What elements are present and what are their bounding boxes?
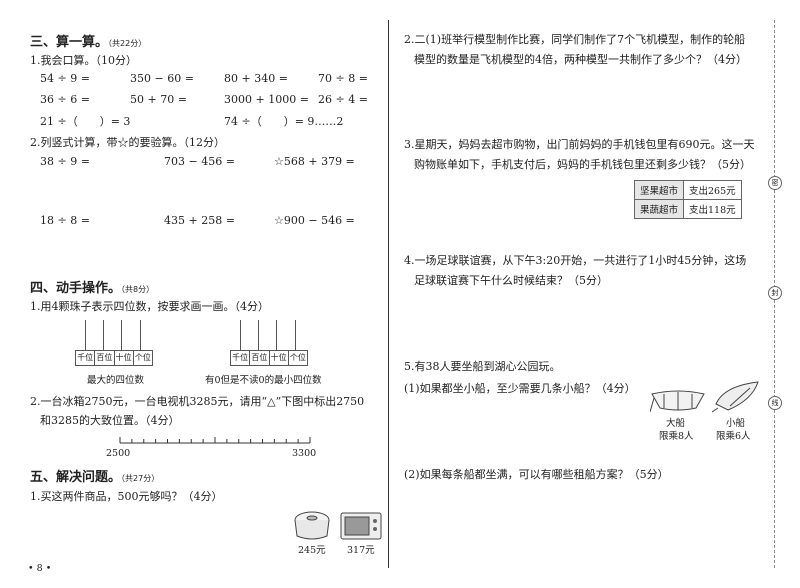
- abacus-rod: [121, 320, 122, 350]
- number-line-end: 3300: [292, 448, 317, 459]
- section-3-points: （共22分）: [108, 39, 147, 48]
- page-number: • 8 •: [28, 563, 52, 574]
- binding-mark: 密: [768, 176, 782, 190]
- big-boat-label: 大船: [666, 418, 686, 429]
- small-boat-icon: [712, 381, 759, 413]
- q1-expr: 50 + 70 =: [130, 93, 187, 106]
- q1-expr: 3000 + 1000 =: [224, 93, 309, 106]
- q1-label: 1.我会口算。（10分）: [30, 54, 137, 67]
- r3-line2: 购物账单如下，手机支付后，妈妈的手机钱包里还剩多少钱？（5分）: [414, 158, 751, 171]
- table-row: 果蔬超市 支出118元: [633, 199, 742, 219]
- price-microwave: 317元: [347, 545, 375, 556]
- small-boat-label: 小船: [726, 418, 746, 429]
- place-label: 百位: [95, 351, 115, 365]
- q1-expr: 54 ÷ 9 =: [40, 72, 90, 85]
- q1-expr: 80 + 340 =: [224, 72, 288, 85]
- q2-expr: 435 + 258 =: [164, 214, 235, 227]
- abacus-caption-1: 最大的四位数: [87, 375, 145, 386]
- section-4-heading: 四、动手操作。（共8分）: [30, 277, 154, 296]
- table-cell: 支出118元: [683, 199, 742, 219]
- r2-line2: 模型的数量是飞机模型的4倍，两种模型一共制作了多少个？（4分）: [414, 53, 747, 66]
- page-number-value: 8: [36, 563, 43, 574]
- r4-line2: 足球联谊赛下午什么时候结束？（5分）: [414, 274, 608, 287]
- q4-2-line1: 2.一台冰箱2750元，一台电视机3285元，请用“△”下图中标出2750: [30, 395, 365, 408]
- abacus-rod: [240, 320, 241, 350]
- section-5-heading: 五、解决问题。（共27分）: [30, 466, 159, 485]
- r4-line1: 4.一场足球联谊赛，从下午3:20开始，一共进行了1小时45分钟，这场: [404, 254, 747, 267]
- abacus-rod: [140, 320, 141, 350]
- section-5-title: 五、解决问题。: [30, 470, 122, 485]
- abacus-rod: [258, 320, 259, 350]
- section-4-points: （共8分）: [121, 285, 155, 294]
- r2-line1: 2.二(1)班举行模型制作比赛，同学们制作了7个飞机模型，制作的轮船: [404, 33, 746, 46]
- q4-1-label: 1.用4颗珠子表示四位数，按要求画一画。（4分）: [30, 300, 269, 313]
- number-line: [119, 437, 311, 444]
- place-label: 个位: [289, 353, 306, 362]
- abacus-base: 千位 百位 十位 个位: [75, 350, 153, 366]
- expense-table: 坚果超市 支出265元 果蔬超市 支出118元: [633, 180, 742, 219]
- q2-expr: 18 ÷ 8 =: [40, 214, 90, 227]
- q1-expr: 36 ÷ 6 =: [40, 93, 90, 106]
- q4-2-line2: 和3285的大致位置。（4分）: [40, 414, 180, 427]
- q1-expr: 26 ÷ 4 =: [318, 93, 368, 106]
- q2-expr: ☆568 + 379 =: [274, 155, 355, 168]
- place-label: 十位: [115, 351, 134, 365]
- price-rice-cooker: 245元: [298, 545, 326, 556]
- microwave-icon: [340, 512, 382, 540]
- place-label: 千位: [76, 351, 96, 365]
- section-3-heading: 三、算一算。（共22分）: [30, 31, 146, 50]
- place-label: 千位: [231, 351, 251, 365]
- place-label: 十位: [270, 351, 289, 365]
- table-row: 坚果超市 支出265元: [633, 180, 742, 200]
- q2-expr: 38 ÷ 9 =: [40, 155, 90, 168]
- column-divider: [388, 20, 389, 568]
- abacus-rod: [103, 320, 104, 350]
- r5-sub1: (1)如果都坐小船，至少需要几条小船？（4分）: [404, 382, 636, 395]
- r5-sub2: (2)如果每条船都坐满，可以有哪些租船方案？（5分）: [404, 468, 669, 481]
- abacus-rod: [85, 320, 86, 350]
- small-boat-capacity: 限乘6人: [716, 431, 751, 442]
- abacus-base: 千位 百位 十位 个位: [230, 350, 308, 366]
- q2-expr: 703 − 456 =: [164, 155, 235, 168]
- place-label: 百位: [250, 351, 270, 365]
- big-boat-icon: [650, 390, 705, 413]
- r3-line1: 3.星期天，妈妈去超市购物，出门前妈妈的手机钱包里有690元。这一天: [404, 138, 755, 151]
- table-cell: 果蔬超市: [633, 199, 685, 219]
- q1-expr: 21 ÷（ ）= 3: [40, 115, 131, 128]
- section-3-title: 三、算一算。: [30, 35, 109, 50]
- table-cell: 坚果超市: [633, 180, 685, 200]
- q5-1-label: 1.买这两件商品，500元够吗？（4分）: [30, 490, 223, 503]
- abacus-rod: [276, 320, 277, 350]
- abacus-caption-2: 有0但是不读0的最小四位数: [205, 375, 322, 386]
- section-5-points: （共27分）: [121, 474, 160, 483]
- section-4-title: 四、动手操作。: [30, 281, 122, 296]
- number-line-start: 2500: [106, 448, 131, 459]
- q2-label: 2.列竖式计算，带☆的要验算。（12分）: [30, 136, 225, 149]
- place-label: 个位: [134, 353, 151, 362]
- q1-expr: 350 − 60 =: [130, 72, 194, 85]
- binding-mark: 封: [768, 286, 782, 300]
- abacus-rod: [295, 320, 296, 350]
- binding-mark: 线: [768, 396, 782, 410]
- r5-label: 5.有38人要坐船到湖心公园玩。: [404, 360, 561, 373]
- q1-expr: 74 ÷（ ）= 9……2: [224, 115, 344, 128]
- big-boat-capacity: 限乘8人: [659, 431, 694, 442]
- table-cell: 支出265元: [683, 180, 742, 200]
- rice-cooker-icon: [294, 511, 330, 540]
- q2-expr: ☆900 − 546 =: [274, 214, 355, 227]
- q1-expr: 70 ÷ 8 =: [318, 72, 368, 85]
